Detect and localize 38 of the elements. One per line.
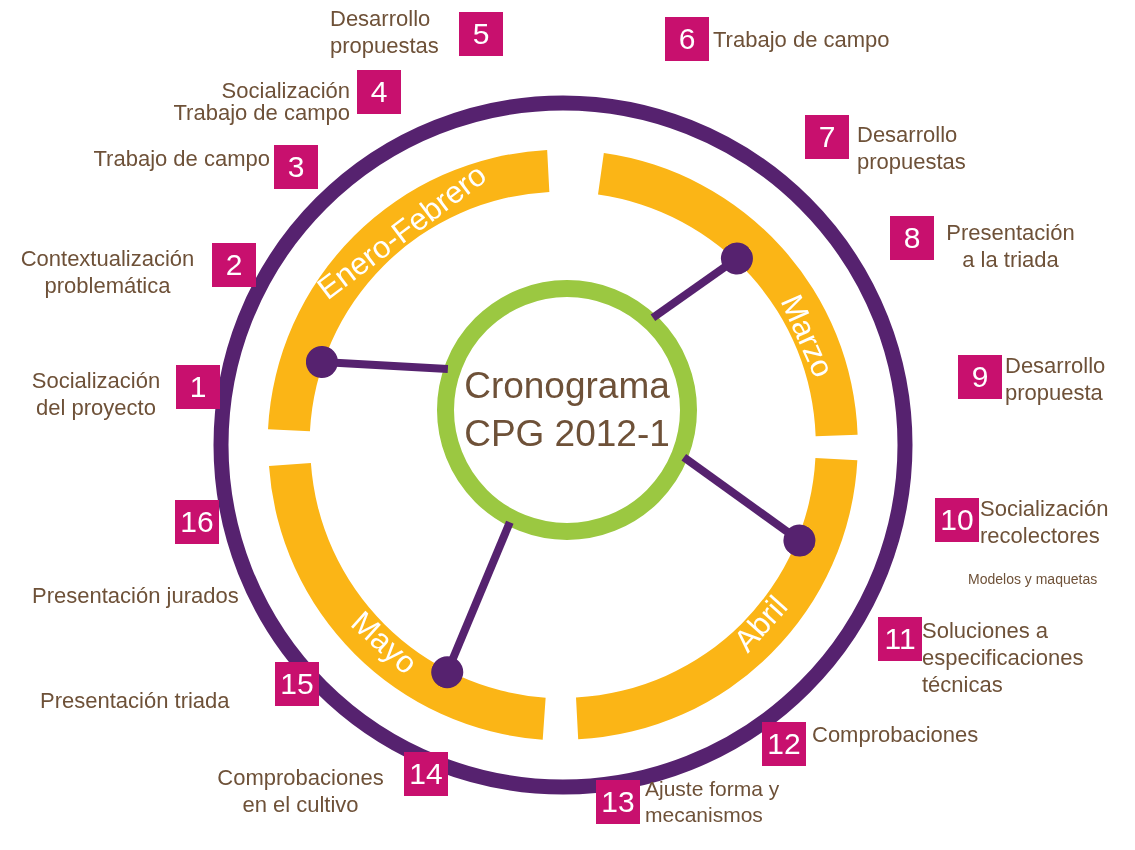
- step-number: 2: [212, 243, 256, 287]
- step-label: Soluciones a especificaciones técnicas: [922, 618, 1085, 699]
- step-number: 9: [958, 355, 1002, 399]
- step-number: 12: [762, 722, 806, 766]
- connector-line: [431, 520, 514, 689]
- step-number: 15: [275, 662, 319, 706]
- step-label: Comprobaciones en el cultivo: [216, 765, 385, 819]
- connector-line: [305, 346, 449, 378]
- step-label: Desarrollo propuesta: [1005, 353, 1107, 407]
- step-number: 5: [459, 12, 503, 56]
- step-number: 7: [805, 115, 849, 159]
- step-label: Presentación jurados: [32, 583, 240, 610]
- step-label: Ajuste forma y mecanismos: [645, 776, 781, 828]
- month-band: [268, 462, 546, 740]
- center-title: Cronograma CPG 2012-1: [463, 363, 671, 456]
- step-number: 8: [890, 216, 934, 260]
- step-number: 4: [357, 70, 401, 114]
- step-label: Trabajo de campo: [92, 146, 270, 173]
- step-label: Presentación a la triada: [945, 220, 1076, 274]
- step-label: Desarrollo propuestas: [330, 6, 440, 60]
- step-number: 14: [404, 752, 448, 796]
- month-label: Marzo: [772, 289, 841, 384]
- step-number: 10: [935, 498, 979, 542]
- step-label: Trabajo de campo: [713, 27, 891, 54]
- step-number: 1: [176, 365, 220, 409]
- step-number: 11: [878, 617, 922, 661]
- step-number: 13: [596, 780, 640, 824]
- step-label: Comprobaciones: [812, 722, 980, 749]
- step-label: Presentación triada: [40, 688, 231, 715]
- step-label: Desarrollo propuestas: [857, 122, 967, 176]
- step-label: Modelos y maquetas: [968, 571, 1099, 589]
- step-label: Socialización recolectores: [980, 496, 1110, 550]
- step-label: Socialización del proyecto: [30, 368, 162, 422]
- step-number: 16: [175, 500, 219, 544]
- connector-line: [681, 453, 816, 557]
- step-number: 3: [274, 145, 318, 189]
- step-number: 6: [665, 17, 709, 61]
- step-label: Contextualización problemática: [19, 246, 196, 300]
